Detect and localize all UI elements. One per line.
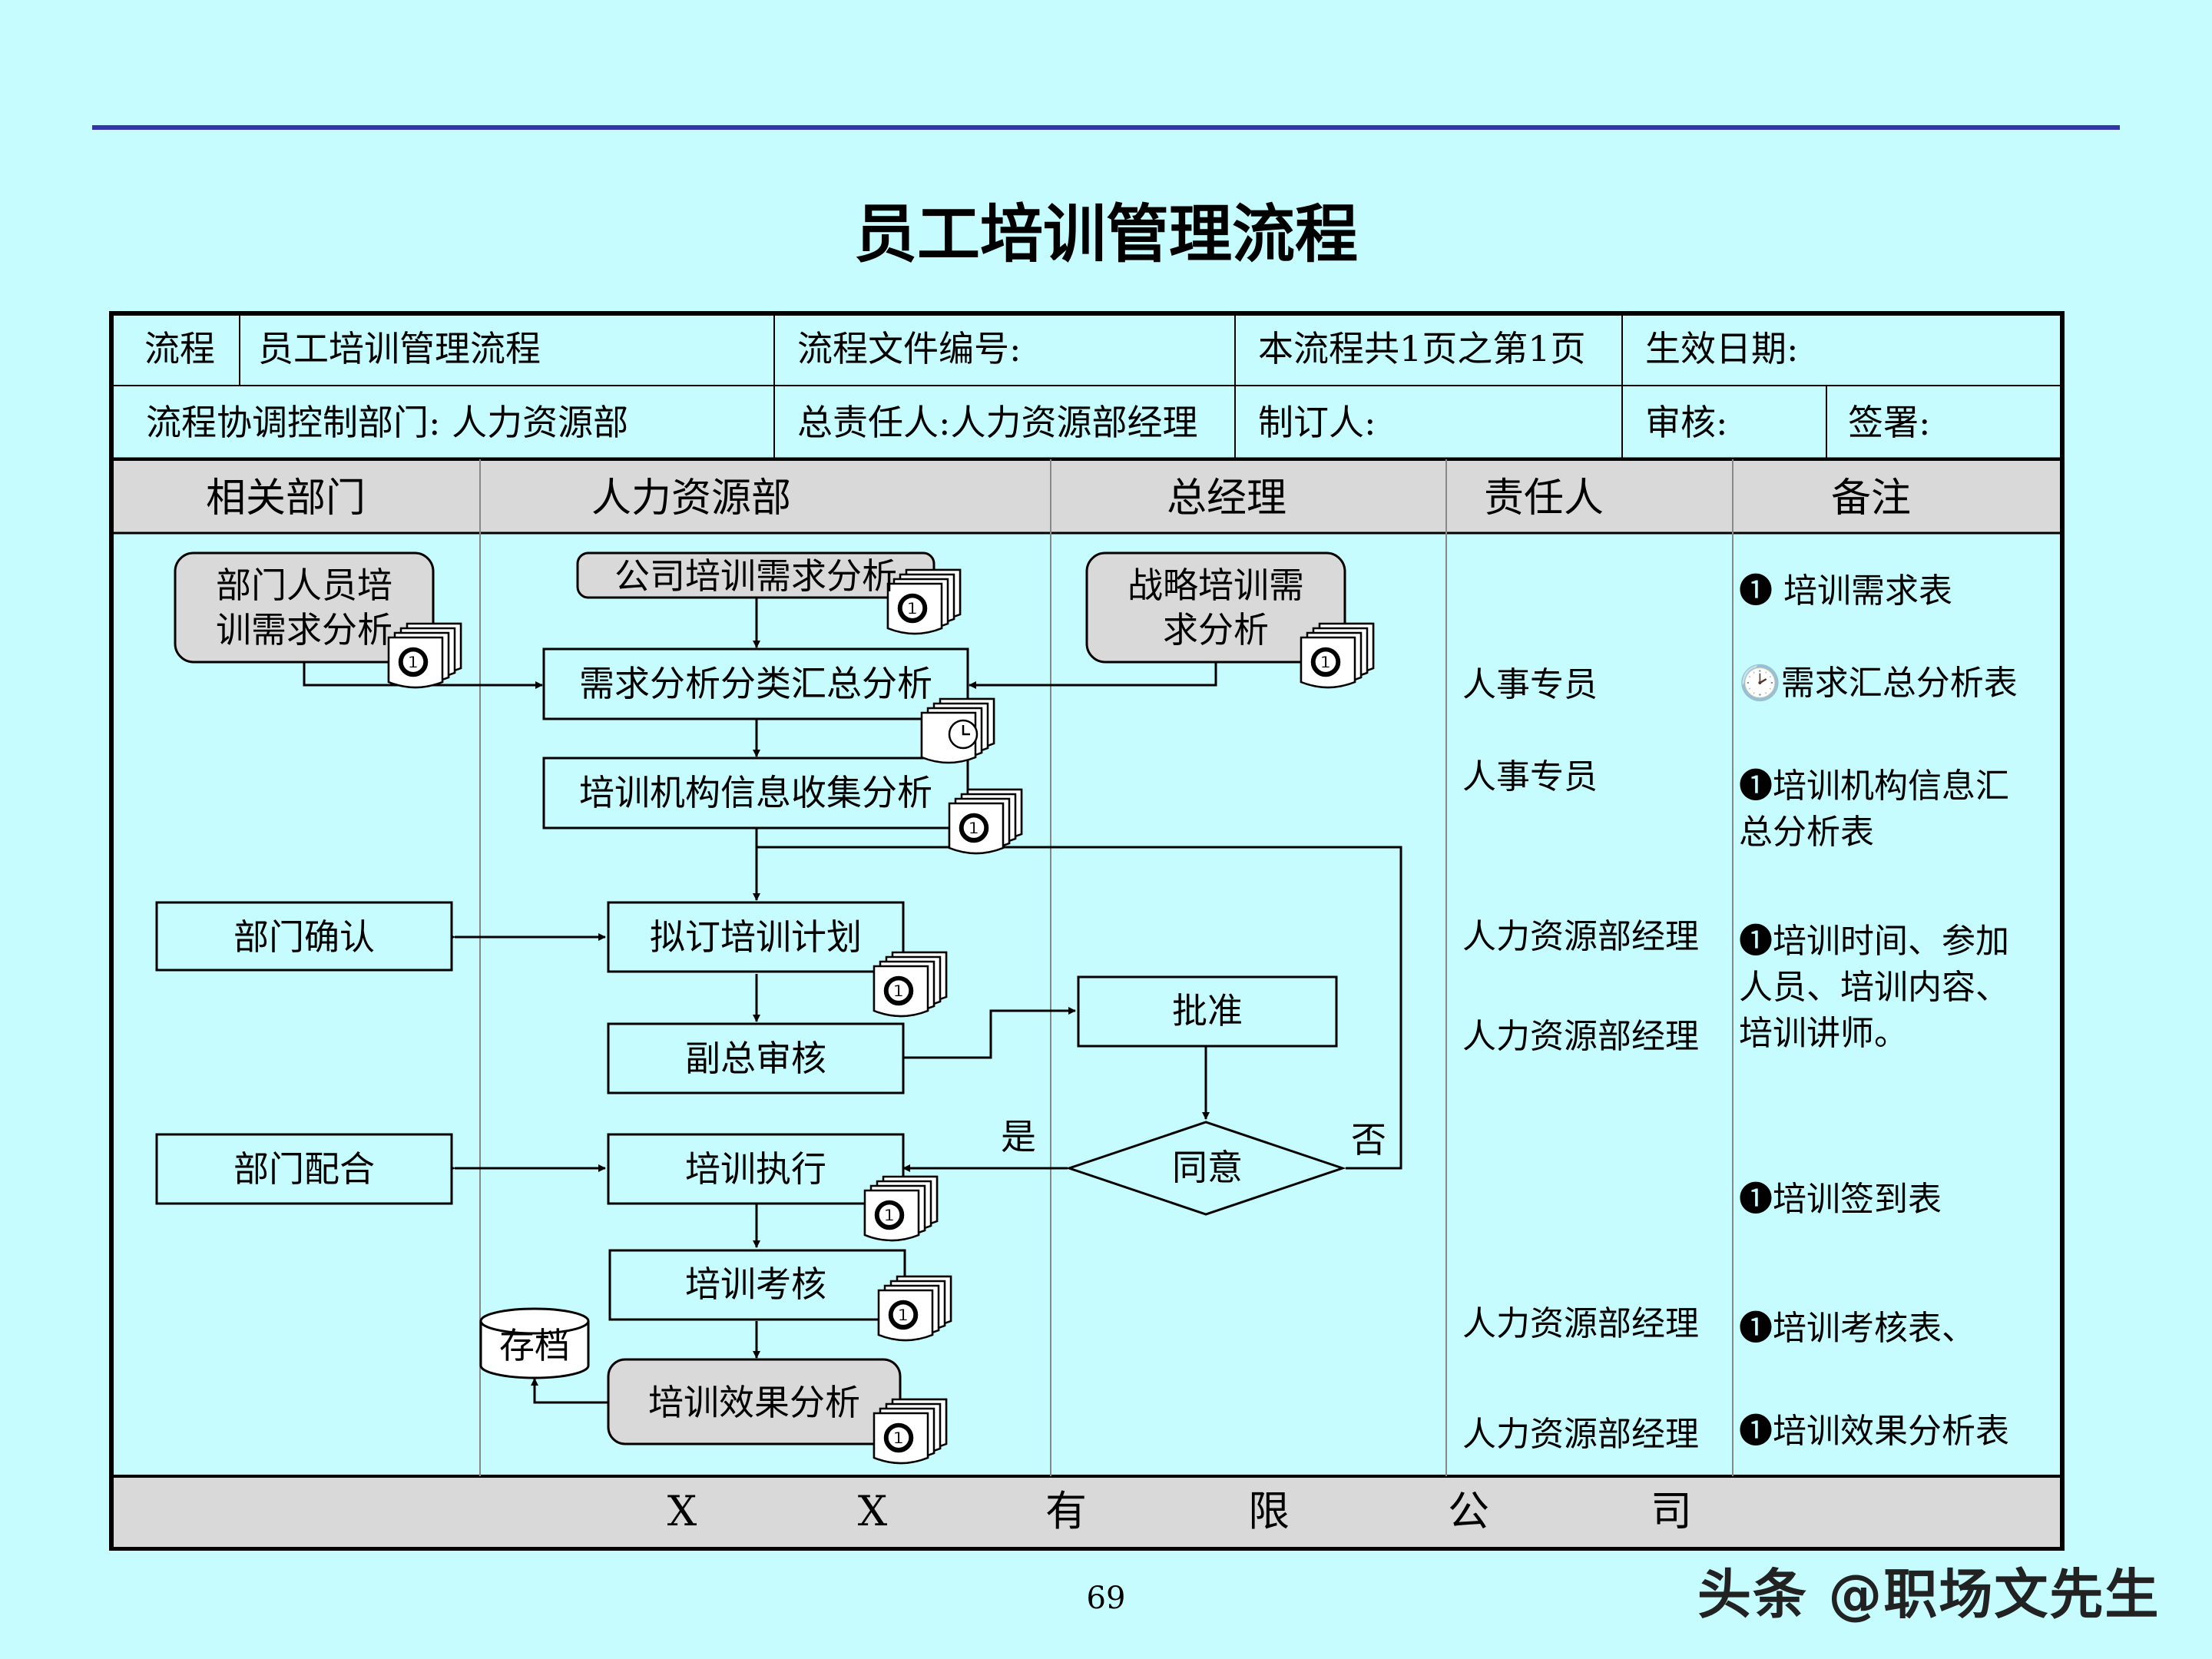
node-assessment [608, 1249, 906, 1321]
process-label: 流程 [144, 328, 215, 369]
arrow-review-to-approve [903, 1007, 1076, 1059]
watermark: 头条 @职场文先生 [1697, 1563, 2161, 1626]
signer-label: 签署: [1848, 402, 1931, 443]
chief-responsible: 总责任人:人力资源部经理 [797, 402, 1198, 443]
note-1: ❶ 培训需求表 [1739, 571, 1952, 611]
note-2: 🕑需求汇总分析表 [1739, 664, 2018, 703]
arrow-agree-no-loop [757, 846, 1402, 1170]
arrow-effect-to-archive [531, 1378, 608, 1404]
node-dept-needs [174, 551, 435, 664]
top-divider-line [92, 125, 2120, 130]
note-7: ❶培训效果分析表 [1739, 1412, 2009, 1451]
header-table [109, 311, 2065, 1551]
node-institution-info-label: 培训机构信息收集分析 [579, 772, 932, 813]
node-execute-label: 培训执行 [685, 1148, 826, 1190]
page-info: 本流程共1页之第1页 [1258, 328, 1586, 369]
effective-date-label: 生效日期: [1645, 328, 1799, 369]
node-vp-review-label: 副总审核 [685, 1038, 826, 1079]
footer-char-2: X [858, 1487, 888, 1535]
node-assessment-label: 培训考核 [685, 1263, 826, 1305]
responsible-4: 人力资源部经理 [1462, 1017, 1699, 1056]
file-number-label: 流程文件编号: [797, 328, 1022, 369]
node-draft-plan-label: 拟订培训计划 [650, 916, 862, 958]
node-draft-plan [607, 901, 905, 973]
note-4-line2: 人员、培训内容、 [1739, 968, 2009, 1007]
note-6: ❶培训考核表、 [1739, 1309, 1975, 1348]
node-vp-review [607, 1022, 905, 1094]
node-needs-summary [542, 647, 969, 720]
node-company-needs-label: 公司培训需求分析 [614, 555, 897, 597]
page-title: 员工培训管理流程 [853, 198, 1358, 271]
responsible-1: 人事专员 [1462, 665, 1598, 704]
node-institution-info [542, 757, 969, 830]
node-dept-confirm [155, 901, 453, 972]
note-4-line3: 培训讲师。 [1739, 1014, 1908, 1053]
responsible-2: 人事专员 [1462, 757, 1598, 796]
page-number: 69 [1086, 1581, 1126, 1616]
column-header-gm: 总经理 [1167, 475, 1286, 522]
responsible-6: 人力资源部经理 [1462, 1415, 1699, 1454]
node-needs-summary-label: 需求分析分类汇总分析 [579, 663, 932, 704]
arrow-dept-to-summary [303, 662, 543, 689]
node-dept-needs-line1: 部门人员培 [216, 565, 392, 606]
footer-char-3: 有 [1045, 1487, 1087, 1535]
node-approve [1077, 975, 1338, 1048]
drafter-label: 制订人: [1258, 402, 1376, 443]
reviewer-label: 审核: [1645, 402, 1728, 443]
node-strategic-needs [1085, 551, 1346, 664]
responsible-5: 人力资源部经理 [1462, 1304, 1699, 1343]
column-header-hr: 人力资源部 [591, 475, 791, 522]
note-3-line2: 总分析表 [1739, 813, 1874, 852]
node-archive [479, 1307, 590, 1379]
footer-char-4: 限 [1248, 1487, 1290, 1535]
process-name: 员工培训管理流程 [258, 328, 541, 369]
arrow-strategic-to-summary [969, 662, 1217, 689]
column-header-notes: 备注 [1831, 475, 1911, 522]
node-dept-cooperate-label: 部门配合 [233, 1148, 375, 1190]
note-4-line1: ❶培训时间、参加 [1739, 922, 2009, 961]
coordinating-dept: 流程协调控制部门: 人力资源部 [146, 402, 628, 443]
footer-char-1: X [667, 1487, 697, 1535]
footer-char-5: 公 [1448, 1487, 1489, 1535]
node-strategic-needs-line2: 求分析 [1163, 609, 1269, 651]
note-3-line1: ❶培训机构信息汇 [1739, 767, 2009, 806]
node-approve-label: 批准 [1172, 990, 1243, 1031]
node-effect-analysis-label: 培训效果分析 [648, 1382, 860, 1423]
node-strategic-needs-line1: 战略培训需 [1128, 565, 1304, 606]
note-5: ❶培训签到表 [1739, 1180, 1942, 1219]
node-execute [607, 1133, 905, 1205]
yes-label: 是 [1001, 1116, 1036, 1157]
column-header-responsible: 责任人 [1484, 475, 1604, 522]
responsible-3: 人力资源部经理 [1462, 917, 1699, 956]
no-label: 否 [1351, 1119, 1386, 1161]
node-agree-decision [1065, 1121, 1346, 1216]
node-archive-label: 存档 [499, 1325, 570, 1366]
node-dept-needs-line2: 训需求分析 [216, 609, 392, 651]
column-header-related-dept: 相关部门 [206, 475, 366, 522]
node-dept-confirm-label: 部门确认 [233, 916, 375, 958]
node-agree-label: 同意 [1172, 1147, 1243, 1188]
footer-char-6: 司 [1651, 1487, 1692, 1535]
node-dept-cooperate [155, 1133, 453, 1205]
